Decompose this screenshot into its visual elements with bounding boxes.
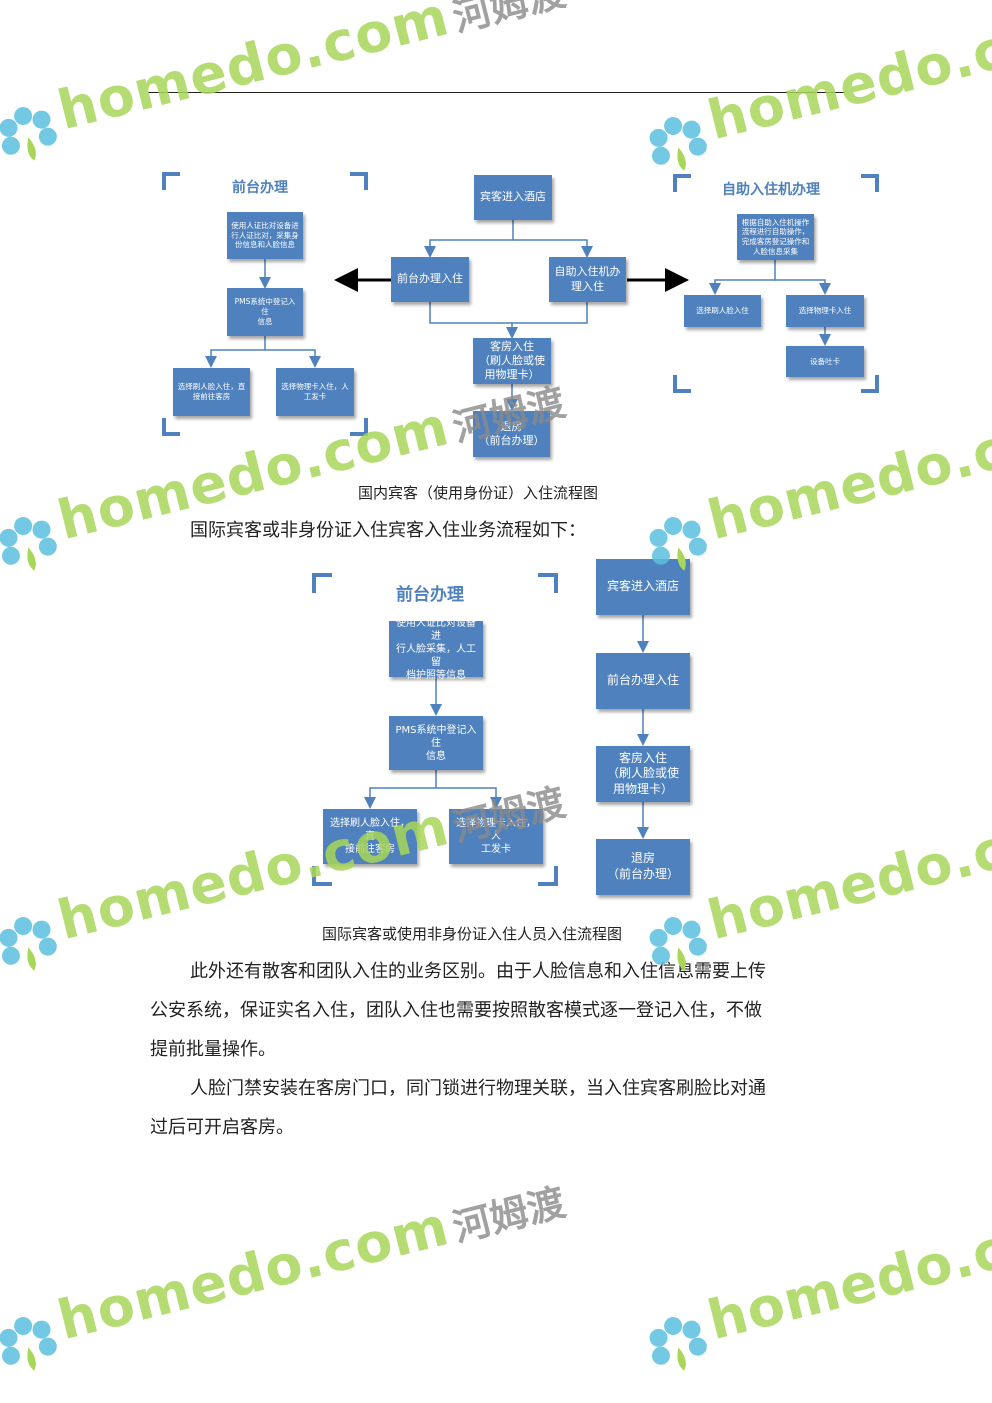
paragraph-line: 此外还有散客和团队入住的业务区别。由于人脸信息和入住信息需要上传 bbox=[190, 961, 766, 982]
flow-box: 使用人证比对设备进 行人脸采集，人工留 档护照等信息 bbox=[389, 618, 483, 681]
flow-box: 退房 （前台办理） bbox=[473, 411, 550, 457]
flow-box: PMS系统中登记入住 信息 bbox=[389, 716, 483, 770]
flow-box: 宾客进入酒店 bbox=[474, 175, 552, 220]
figure-caption: 国际宾客或使用非身份证入住人员入住流程图 bbox=[322, 925, 623, 943]
flow-box: 宾客进入酒店 bbox=[596, 559, 690, 615]
paragraph-line: 人脸门禁安装在客房门口，同门锁进行物理关联，当入住宾客刷脸比对通 bbox=[190, 1078, 766, 1099]
header-rule bbox=[148, 92, 845, 93]
flow-box: 选择刷人脸入住，直 接前往客房 bbox=[323, 809, 417, 864]
flow-box: 自助入住机办 理入住 bbox=[549, 257, 626, 302]
bracket-corner bbox=[162, 172, 180, 190]
paragraph-line: 公安系统，保证实名入住，团队入住也需要按照散客模式逐一登记入住，不做 bbox=[150, 1000, 762, 1021]
flow-box: 选择物理卡入住，人 工发卡 bbox=[276, 368, 354, 416]
bracket-corner bbox=[673, 174, 691, 192]
bracket-corner bbox=[673, 375, 691, 393]
bracket-corner bbox=[162, 418, 180, 436]
flow-box: 前台办理入住 bbox=[596, 653, 690, 709]
self-checkin-title: 自助入住机办理 bbox=[722, 182, 820, 198]
bracket-corner bbox=[861, 375, 879, 393]
flow-box: 选择物理卡入住 bbox=[786, 295, 864, 327]
flow-box: 使用人证比对设备进 行人证比对，采集身 份信息和人脸信息 bbox=[227, 212, 303, 259]
bracket-corner bbox=[861, 174, 879, 192]
flow-box: 选择刷人脸入住 bbox=[684, 295, 761, 327]
flow-box: 设备吐卡 bbox=[786, 346, 864, 377]
paragraph-line: 过后可开启客房。 bbox=[150, 1117, 294, 1138]
flow-box: 客房入住 （刷人脸或使 用物理卡） bbox=[473, 338, 551, 384]
flow-box: 退房 （前台办理） bbox=[596, 839, 690, 895]
flow-box: 选择物理卡入住，人 工发卡 bbox=[449, 809, 543, 864]
bracket-corner bbox=[350, 418, 368, 436]
intro-line: 国际宾客或非身份证入住宾客入住业务流程如下： bbox=[190, 520, 586, 541]
flow-box: 前台办理入住 bbox=[391, 257, 469, 302]
paragraph-line: 提前批量操作。 bbox=[150, 1039, 276, 1060]
bracket-corner bbox=[312, 573, 332, 593]
figure-caption: 国内宾客（使用身份证）入住流程图 bbox=[358, 484, 599, 502]
bracket-corner bbox=[538, 573, 558, 593]
flow-box: 客房入住 （刷人脸或使 用物理卡） bbox=[596, 746, 690, 802]
bracket-corner bbox=[350, 172, 368, 190]
bracket-corner bbox=[538, 866, 558, 886]
flow-box: 选择刷人脸入住，直 接前往客房 bbox=[173, 368, 250, 416]
bracket-corner bbox=[312, 866, 332, 886]
flow-box: 根据自助入住机操作 流程进行自助操作， 完成客房登记操作和 人脸信息采集 bbox=[737, 214, 814, 260]
front-desk-title: 前台办理 bbox=[396, 585, 464, 605]
flow-box: PMS系统中登记入住 信息 bbox=[227, 288, 303, 336]
front-desk-title: 前台办理 bbox=[232, 180, 288, 196]
